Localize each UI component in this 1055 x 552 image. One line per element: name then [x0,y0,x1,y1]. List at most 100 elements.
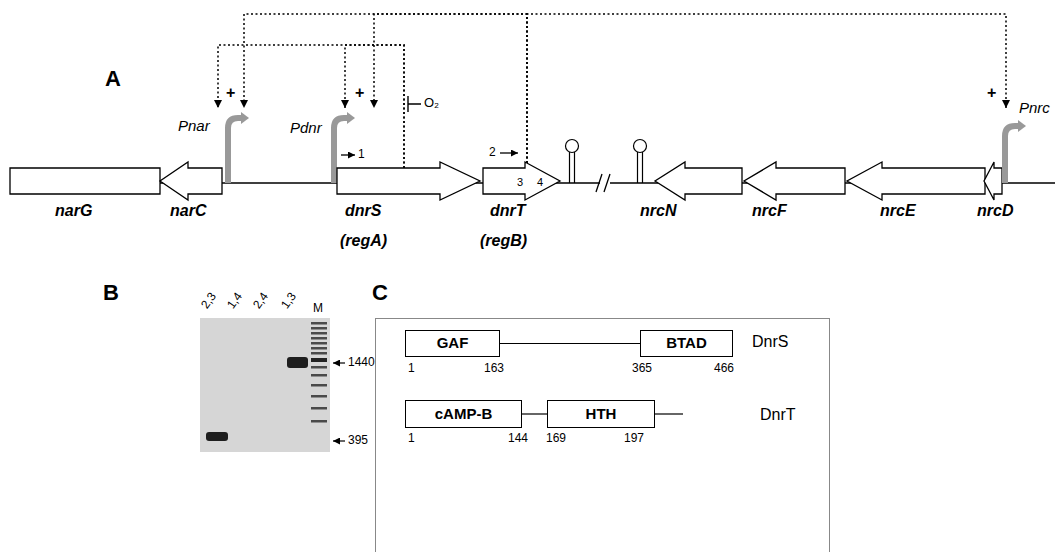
gene-name: dnrS [345,202,381,220]
promoter-head [241,112,249,124]
gene-shape [847,162,985,200]
primer-number: 4 [537,176,543,189]
primer-number: 1 [358,148,365,162]
gene-arrow: dnrT (regB) [483,162,560,249]
promoter-head [347,112,355,124]
promoter-name: Pnrc [1019,100,1050,117]
promoter: Pnrc [996,108,1016,183]
domain-name: GAF [437,335,469,352]
primer-number: 3 [517,176,523,189]
domain-name: cAMP-B [435,406,493,423]
regulation-arrow [218,45,404,168]
gene-outline [984,162,1002,200]
panel-frame: DnrSDnrTGAFBTADcAMP-BHTH [375,318,830,552]
size-marker: 395 [348,434,368,448]
terminator-hairpin [566,140,579,184]
residue-number: 144 [508,432,528,446]
gene-outline [337,162,480,200]
gene-arrow: nrcE [847,162,985,220]
domain-linker [500,343,640,344]
activation-sign: + [226,84,235,102]
primer-arrow [341,154,355,155]
gene-name: (regB) [480,232,527,250]
primer-arrow [500,152,518,153]
domain-box: BTAD [640,330,733,357]
panel-letter: A [105,66,121,91]
size-pointer [333,440,345,441]
gene-shape [10,162,160,200]
promoter-symbol [996,108,1016,183]
promoter-name: Pnar [178,118,210,135]
gene-arrow: narC [160,162,222,220]
domain-box: cAMP-B [405,400,522,428]
domain-box: HTH [547,400,655,428]
panel-letter: C [372,280,388,305]
gene-arrow: nrcD [984,162,1002,220]
lane-label: 2,4 [251,290,272,312]
gene-shape [744,162,845,200]
residue-number: 197 [624,432,644,446]
activation-sign: + [987,84,996,102]
promoter-head [1018,120,1026,132]
residue-number: 466 [714,362,734,376]
lane-label: 2,3 [199,290,220,312]
domain-linker [522,413,547,414]
promoter: Pnar [214,108,248,183]
oxygen-label: O₂ [424,96,439,111]
gene-shape [984,162,1002,200]
gene-name: nrcD [977,202,1013,220]
gene-name: nrcF [752,202,787,220]
gene-outline [847,162,985,200]
inhibition-bar [408,96,421,112]
residue-number: 1 [408,362,415,376]
activation-sign: + [355,84,364,102]
promoter-name: Pdnr [290,120,322,137]
domain-name: BTAD [666,335,707,352]
regulation-arrow [244,14,527,163]
size-pointer [333,362,345,363]
terminator-hairpin [634,140,647,184]
regulation-arrow [374,14,527,163]
gene-shape [337,162,480,200]
gene-name: nrcE [880,202,916,220]
protein-tail [655,413,683,414]
gene-name: narG [55,202,92,220]
residue-number: 163 [484,362,504,376]
gene-outline [744,162,845,200]
gene-arrow: dnrS (regA) [337,162,480,249]
gene-name: nrcN [640,202,676,220]
lane-label: 1,4 [225,290,246,312]
protein-name: DnrS [752,333,788,351]
gene-outline [160,162,222,200]
gene-outline [10,168,160,194]
size-marker: 1440 [348,356,375,370]
gene-arrow: narG [10,162,160,220]
gene-outline [655,162,742,200]
gel-image [200,318,330,452]
gene-shape [655,162,742,200]
gene-arrow: nrcF [744,162,845,220]
domain-box: GAF [405,330,500,357]
gene-name: narC [170,202,206,220]
domain-name: HTH [586,406,617,423]
promoter-symbol [214,108,248,183]
residue-number: 1 [408,432,415,446]
residue-number: 169 [546,432,566,446]
break-mark [596,174,610,192]
gene-shape [160,162,222,200]
promoter-stem [228,118,241,183]
gene-arrow: nrcN [655,162,742,220]
panel-letter: B [103,280,119,305]
residue-number: 365 [632,362,652,376]
gene-name: (regA) [340,232,387,250]
promoter-stem [1005,126,1018,183]
gene-outline [483,162,560,200]
gene-name: dnrT [490,202,526,220]
primer-number: 2 [489,146,496,160]
lane-label: M [313,302,323,316]
